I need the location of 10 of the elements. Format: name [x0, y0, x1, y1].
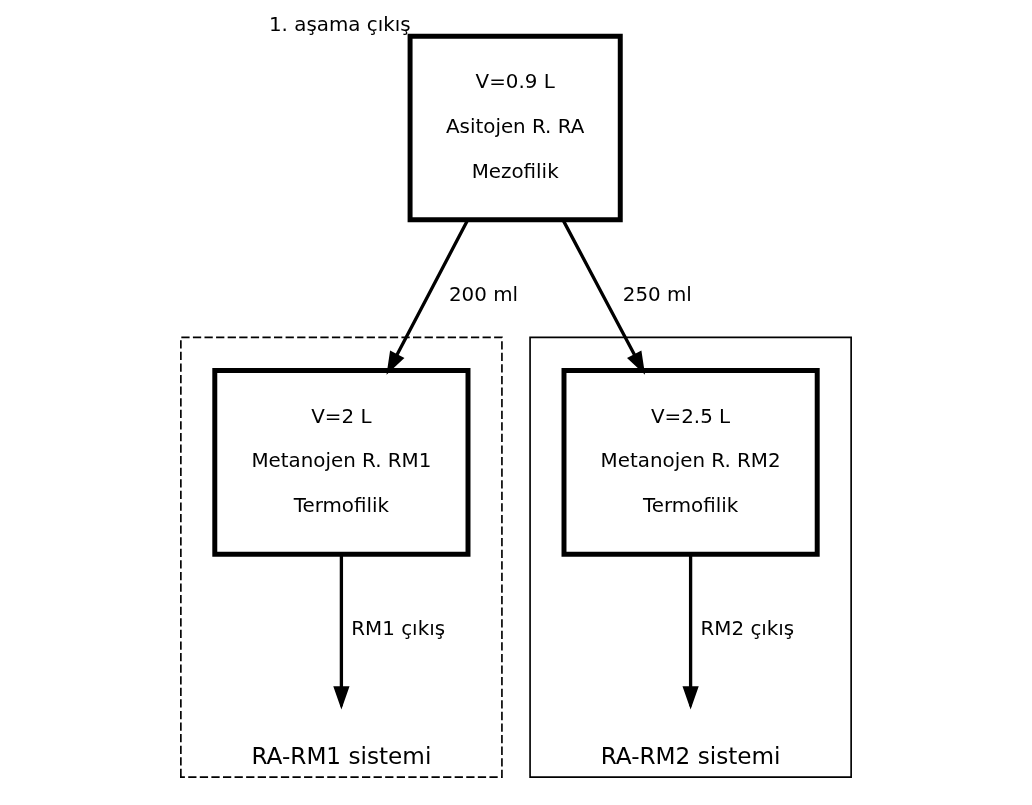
- arrow: [561, 219, 646, 375]
- edge-label: 200 ml: [448, 283, 519, 307]
- node-box: V=0.9 L Asitojen R. RA Mezofilik: [407, 33, 623, 223]
- node-box: V=2 L Metanojen R. RM1 Termofilik: [212, 367, 471, 557]
- node-box: V=2.5 L Metanojen R. RM2 Termofilik: [561, 367, 820, 557]
- arrow: [386, 219, 470, 375]
- edge-label: 250 ml: [622, 283, 692, 307]
- edge-label: RM1 çıkış: [351, 617, 446, 641]
- node-label: 1. aşama çıkış: [268, 12, 411, 36]
- edge-label: RM2 çıkış: [700, 617, 795, 641]
